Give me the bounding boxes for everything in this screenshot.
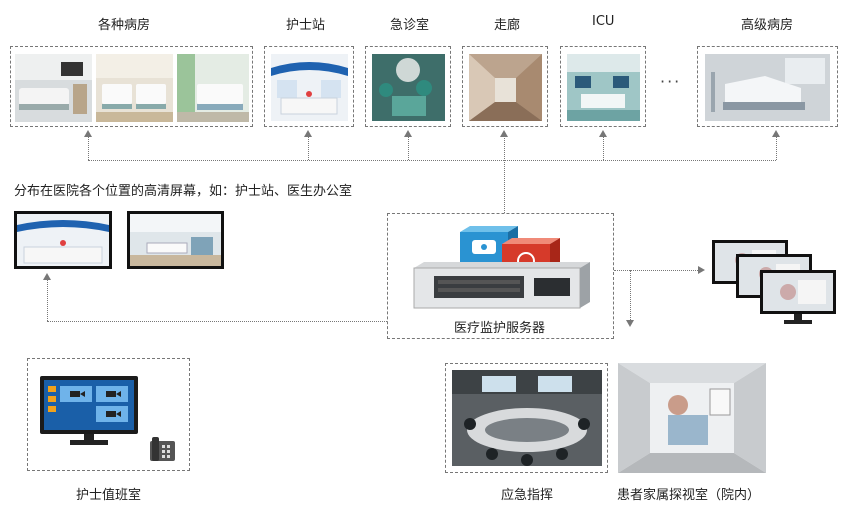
ward-photo-1 <box>15 54 92 122</box>
emergency-room-box <box>365 46 451 127</box>
monitor-icon <box>40 376 138 446</box>
connector-left-vertical <box>47 279 48 321</box>
arrow-nurse-station <box>304 130 312 137</box>
arrow-hd-screens <box>43 273 51 280</box>
camera-icon <box>70 391 121 417</box>
connector-down <box>630 270 631 322</box>
telephone-icon <box>150 437 175 461</box>
emergency-command-label: 应急指挥 <box>501 488 554 503</box>
ward-box <box>10 46 253 127</box>
family-room-label: 患者家属探视室（院内） <box>617 488 761 503</box>
arrow-corridor <box>500 130 508 137</box>
arrow-icu <box>599 130 607 137</box>
connector-vip-ward <box>776 136 777 160</box>
family-room-photo <box>618 363 766 473</box>
arrow-down-to-command <box>626 320 634 327</box>
hd-screen-nurse-station <box>14 211 112 269</box>
nurse-duty-room-label: 护士值班室 <box>76 488 142 503</box>
emergency-command-photo <box>452 370 602 466</box>
arrow-emergency-room <box>404 130 412 137</box>
label-ward: 各种病房 <box>98 18 151 33</box>
arrow-vip-ward <box>772 130 780 137</box>
label-corridor: 走廊 <box>494 18 521 33</box>
corridor-box <box>462 46 548 127</box>
vip-ward-photo <box>705 54 830 121</box>
emergency-command-box <box>445 363 608 473</box>
icu-box <box>560 46 646 127</box>
corridor-photo <box>469 54 542 121</box>
top-connector-line <box>88 160 776 161</box>
icu-photo <box>567 54 640 121</box>
family-monitors-icon <box>712 240 838 326</box>
nurse-station-photo <box>271 54 348 121</box>
vip-ward-box <box>697 46 838 127</box>
hd-screen-doctor-office <box>127 211 224 269</box>
hd-screens-label: 分布在医院各个位置的高清屏幕，如：护士站、医生办公室 <box>14 184 353 199</box>
nurse-station-box <box>264 46 354 127</box>
ward-photo-3 <box>177 54 249 122</box>
label-emergency-room: 急诊室 <box>390 18 430 33</box>
server-label: 医疗监护服务器 <box>454 321 546 336</box>
emergency-room-photo <box>372 54 445 121</box>
connector-nurse-station <box>308 136 309 160</box>
arrow-ward <box>84 130 92 137</box>
arrow-family-screens <box>698 266 705 274</box>
connector-corridor <box>504 136 505 213</box>
ellipsis-text: ··· <box>660 72 682 91</box>
server-icon <box>404 224 590 312</box>
connector-server-left <box>47 321 387 322</box>
connector-server-right <box>614 270 700 271</box>
label-nurse-station: 护士站 <box>286 18 326 33</box>
ward-photo-2 <box>96 54 173 122</box>
label-icu: ICU <box>592 14 615 29</box>
connector-ward <box>88 136 89 160</box>
label-vip-ward: 高级病房 <box>741 18 794 33</box>
connector-icu <box>603 136 604 160</box>
connector-emergency-room <box>408 136 409 160</box>
